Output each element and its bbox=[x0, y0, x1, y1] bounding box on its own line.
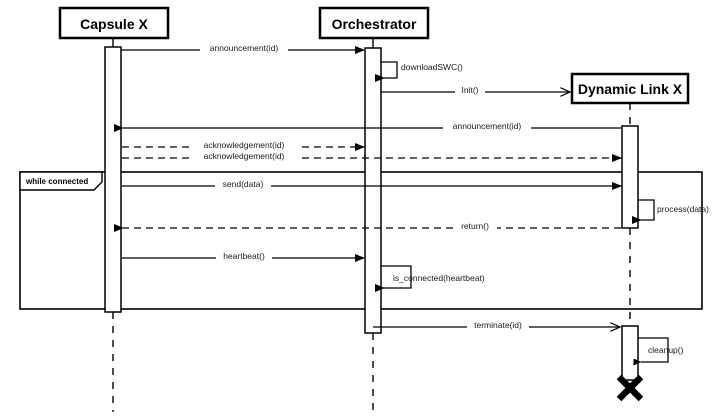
lifeline-box[interactable] bbox=[318, 6, 430, 40]
label-bg bbox=[190, 140, 298, 151]
message-downloadswc-self-orchestrator: downloadSWC() bbox=[375, 61, 463, 82]
message-label: is_connected(heartbeat) bbox=[393, 273, 485, 283]
label-bg bbox=[200, 43, 288, 54]
message-self-path bbox=[375, 61, 398, 82]
message-send-data-capsule-to-dynamiclink: send(data) bbox=[122, 179, 622, 190]
activation-bars bbox=[104, 46, 639, 381]
activation-bar-dynamiclink-1 bbox=[621, 125, 639, 229]
message-label: process(data) bbox=[657, 204, 709, 214]
message-label: acknowledgement(id) bbox=[204, 140, 285, 150]
label-bg bbox=[467, 320, 529, 331]
label-bg bbox=[453, 221, 497, 232]
message-label: acknowledgement(id) bbox=[204, 151, 285, 161]
lifeline-box[interactable] bbox=[570, 72, 690, 105]
lifeline-label: Dynamic Link X bbox=[578, 81, 683, 97]
lifeline-head-orchestrator[interactable]: Orchestrator bbox=[318, 6, 430, 40]
x-cross-icon-stroke-2 bbox=[616, 374, 644, 402]
message-label: heartbeat() bbox=[223, 251, 265, 261]
message-self-path bbox=[375, 265, 412, 292]
message-is-connected-heartbeat-self-orchestrator: is_connected(heartbeat) bbox=[375, 265, 485, 292]
activation-bar-capsule bbox=[104, 46, 122, 313]
label-bg bbox=[190, 151, 298, 162]
message-acknowledgement-id-capsule-to-dynamiclink: acknowledgement(id) bbox=[122, 151, 622, 162]
message-label: send(data) bbox=[223, 179, 264, 189]
message-self-path bbox=[632, 199, 655, 224]
message-label: Init() bbox=[462, 85, 479, 95]
message-init-orchestrator-to-dynamiclink: Init() bbox=[381, 85, 570, 96]
message-announcement-id-capsule-to-orchestrator: announcement(id) bbox=[121, 43, 365, 54]
fragment-loop-while-connected: while connected bbox=[19, 171, 703, 310]
message-label: cleanup() bbox=[648, 345, 684, 355]
activation-bar-dynamiclink-2 bbox=[621, 325, 639, 381]
message-heartbeat-capsule-to-orchestrator: heartbeat() bbox=[122, 251, 365, 262]
fragment-label-tab bbox=[19, 171, 103, 191]
label-bg bbox=[443, 121, 531, 132]
message-label: return() bbox=[461, 221, 489, 231]
lifeline-head-capsule[interactable]: Capsule X bbox=[58, 6, 170, 40]
label-bg bbox=[455, 85, 485, 96]
fragment-label-text: while connected bbox=[25, 177, 88, 186]
message-terminate-id-orchestrator-to-dynamiclink: terminate(id) bbox=[373, 320, 620, 331]
lifeline-head-dynamiclink[interactable]: Dynamic Link X bbox=[570, 72, 690, 105]
lifeline-label: Capsule X bbox=[80, 16, 148, 32]
message-label: announcement(id) bbox=[210, 43, 279, 53]
message-announcement-id-orchestrator-to-dynamiclink: announcement(id) bbox=[381, 121, 621, 132]
fragment-border bbox=[19, 171, 703, 310]
lifeline-label: Orchestrator bbox=[332, 16, 417, 32]
lifeline-box[interactable] bbox=[58, 6, 170, 40]
message-label: downloadSWC() bbox=[401, 62, 463, 72]
destruction-marker-dynamiclink bbox=[616, 374, 644, 402]
label-bg bbox=[215, 179, 271, 190]
message-self-path bbox=[633, 337, 669, 366]
message-cleanup-self-dynamiclink: cleanup() bbox=[633, 337, 684, 366]
activation-bar-orchestrator bbox=[364, 47, 382, 334]
message-label: announcement(id) bbox=[453, 121, 522, 131]
label-bg bbox=[216, 251, 272, 262]
message-acknowledgement-id-capsule-to-orchestrator: acknowledgement(id) bbox=[122, 140, 365, 151]
message-label: terminate(id) bbox=[474, 320, 522, 330]
message-process-data-self-dynamiclink: process(data) bbox=[632, 199, 709, 224]
message-return-dynamiclink-to-capsule: return() bbox=[114, 221, 621, 232]
